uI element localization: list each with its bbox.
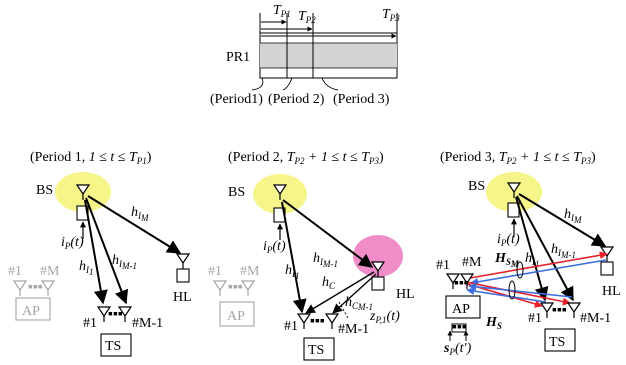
label-hm: hIM (131, 205, 149, 223)
ts-n1: #1 (528, 311, 542, 326)
bs-label: BS (228, 185, 245, 200)
marker-tp2: TP2 (298, 9, 316, 25)
link-hm (87, 195, 182, 254)
link-hcm1 (332, 273, 377, 314)
timeline-bar-shade (260, 43, 397, 68)
period-1-label: (Period1) (210, 92, 263, 107)
link-h1 (281, 201, 307, 314)
link-red-hs-2 (465, 281, 571, 306)
ap-box (445, 295, 481, 319)
ap-n1: #1 (8, 264, 22, 279)
link-hm1 (282, 199, 374, 268)
ts-nm1: #M-1 (132, 316, 163, 331)
marker-tp3: TP3 (382, 7, 400, 23)
ts-label: TS (105, 339, 121, 354)
ap-n1: #1 (208, 264, 222, 279)
ap-label: AP (22, 304, 40, 319)
link-hm1 (516, 195, 574, 302)
ts-label: TS (549, 335, 565, 350)
label-hsm: HSM (494, 251, 520, 269)
ap-label: AP (227, 309, 245, 324)
label-h1: hI1 (285, 263, 300, 281)
hl-label: HL (173, 290, 192, 305)
hsm-ellipse (516, 261, 524, 279)
ip-label: iP(t) (263, 239, 286, 255)
ts-dots: ▪▪▪ (310, 314, 325, 329)
timeline-label: PR1 (226, 50, 250, 65)
label-sp: sP(t′) (443, 341, 472, 357)
ap-sub-box (451, 323, 467, 333)
ts-nm1: #M-1 (580, 311, 611, 326)
bs-label: BS (36, 183, 53, 198)
panel-3-heading: (Period 3, TP2 + 1 ≤ t ≤ TP3) (440, 150, 596, 166)
ap-nm: #M (240, 264, 260, 279)
svg-text:▪▪▪: ▪▪▪ (454, 276, 469, 291)
link-h1 (84, 199, 108, 305)
ts-box (303, 337, 335, 361)
ip-label: iP(t) (497, 232, 520, 248)
panel-period-3: (Period 3, TP2 + 1 ≤ t ≤ TP3) BS iP(t) h… (436, 150, 621, 357)
label-h1: hI1 (79, 259, 94, 277)
ap-box (219, 301, 255, 327)
svg-text:▪▪▪: ▪▪▪ (28, 280, 43, 295)
marker-tp1: TP1 (273, 3, 291, 19)
ts-dots: ▪▪▪ (108, 307, 123, 322)
label-hs: HS (485, 315, 502, 331)
ts-dots: ▪▪▪ (552, 303, 567, 318)
link-blue-hs-1 (466, 287, 547, 303)
panel-1-heading: (Period 1, 1 ≤ t ≤ TP1) (30, 150, 152, 166)
ap-box (15, 297, 51, 321)
panel-period-1: (Period 1, 1 ≤ t ≤ TP1) BS iP(t) hI1 hIM… (8, 150, 192, 357)
ts-n1: #1 (83, 316, 97, 331)
ap-n1: #1 (436, 258, 450, 273)
link-red-hsm (469, 251, 608, 279)
link-h1 (515, 196, 549, 302)
link-hm (518, 193, 607, 247)
label-hcm1: hCM-1 (345, 295, 373, 312)
label-hm1: hIM-1 (551, 242, 576, 260)
hl-label: HL (602, 284, 621, 299)
hl-box (371, 276, 385, 291)
hl-label: HL (396, 287, 415, 302)
link-hm1 (85, 197, 129, 305)
panel-period-2: (Period 2, TP2 + 1 ≤ t ≤ TP3) BS iP(t) H… (208, 150, 415, 361)
hl-box (600, 261, 614, 276)
label-h1: hI1 (525, 251, 540, 269)
link-blue-hs-2 (468, 282, 573, 298)
svg-text:▪▪▪: ▪▪▪ (452, 320, 467, 335)
ip-label: iP(t) (61, 235, 84, 251)
ts-n1: #1 (284, 319, 298, 334)
hs-ellipse (508, 280, 516, 300)
link-blue-hsm (470, 259, 607, 286)
label-hm1: hIM-1 (112, 253, 137, 271)
timeline: TP1 TP2 TP3 PR1 (Period1) (Period 2) (Pe… (210, 3, 400, 107)
ts-label: TS (308, 343, 324, 358)
panel-2-heading: (Period 2, TP2 + 1 ≤ t ≤ TP3) (228, 150, 384, 166)
svg-text:▪▪▪: ▪▪▪ (228, 280, 243, 295)
ts-box (100, 333, 132, 357)
ap-nm: #M (40, 264, 60, 279)
period-3-label: (Period 3) (333, 92, 390, 107)
ap-label: AP (452, 302, 470, 317)
period-2-label: (Period 2) (268, 92, 325, 107)
label-z: zP,1(t) (369, 309, 400, 325)
hl-box (176, 268, 190, 283)
label-hm: hIM (564, 207, 582, 225)
ts-nm1: #M-1 (338, 322, 369, 337)
bs-label: BS (468, 179, 485, 194)
label-hc: hC (322, 275, 336, 291)
label-hm1: hIM-1 (313, 251, 338, 269)
link-hc1 (305, 271, 375, 314)
ap-nm: #M (462, 255, 482, 270)
ts-box (544, 328, 576, 352)
